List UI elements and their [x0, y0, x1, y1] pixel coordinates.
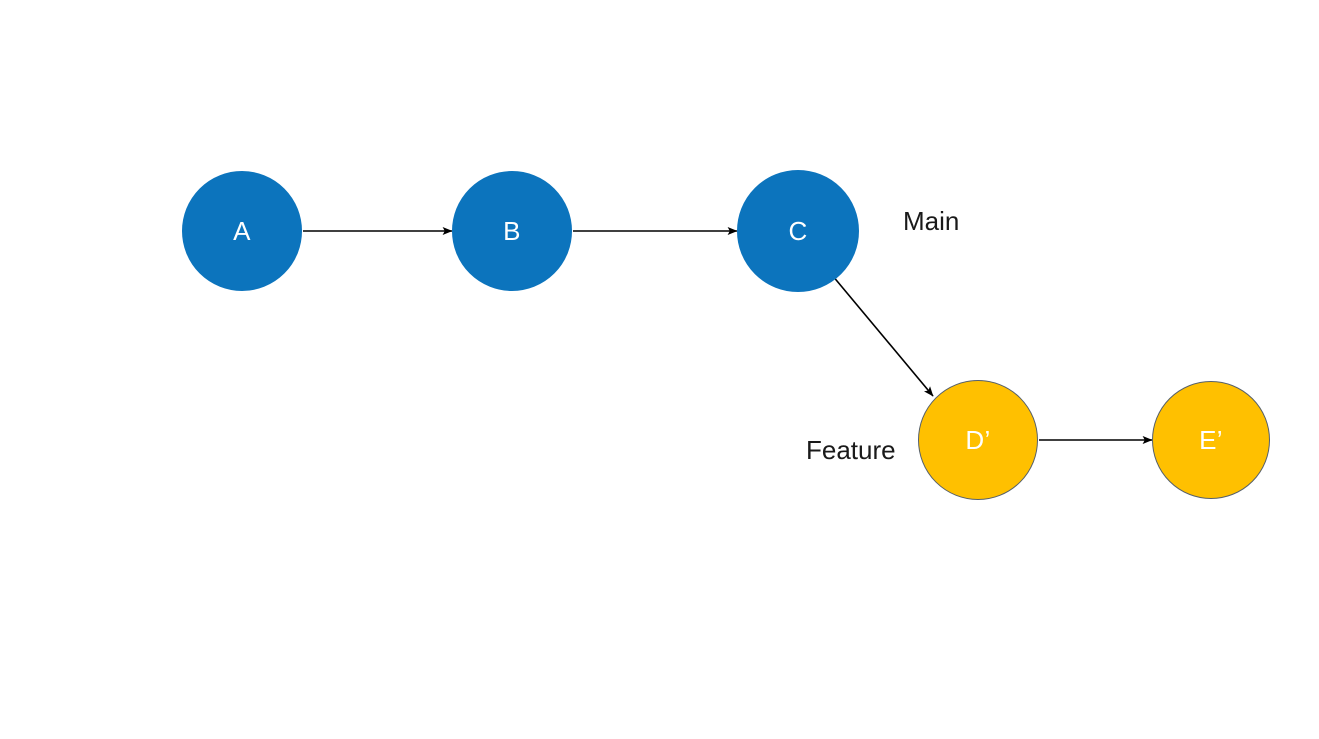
commit-node-a[interactable]: A	[182, 171, 302, 291]
commit-node-c-label: C	[788, 216, 808, 246]
commit-node-e-prime[interactable]: E’	[1152, 381, 1270, 499]
commit-node-d-prime[interactable]: D’	[918, 380, 1038, 500]
commit-node-c[interactable]: C	[737, 170, 859, 292]
commit-node-d-prime-label: D’	[965, 425, 991, 455]
commit-node-e-prime-label: E’	[1199, 425, 1223, 455]
branch-label-feature: Feature	[806, 435, 896, 465]
edge-c-to-d-prime	[831, 274, 934, 397]
commit-node-a-label: A	[233, 216, 251, 246]
branch-label-main: Main	[903, 206, 960, 236]
commit-node-b-label: B	[503, 216, 521, 246]
commit-node-b[interactable]: B	[452, 171, 572, 291]
